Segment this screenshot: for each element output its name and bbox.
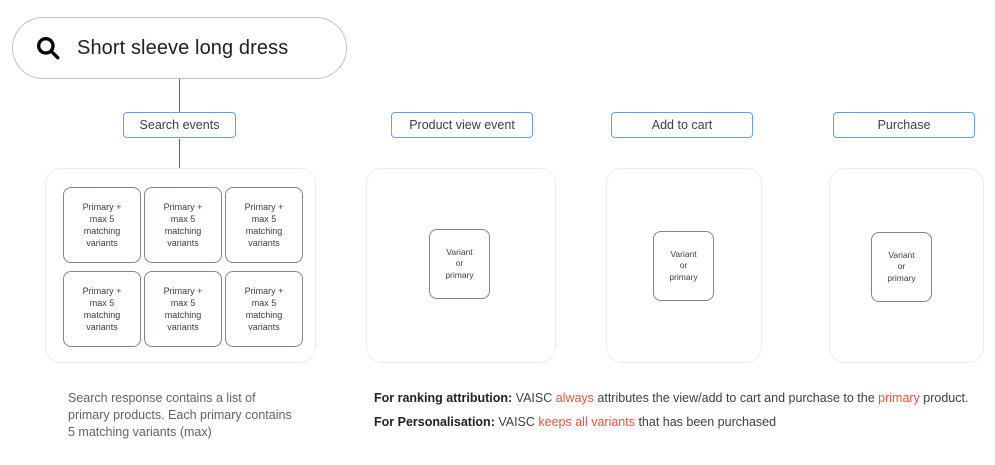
primary-variant-card-label: Primary + max 5 matching variants: [82, 202, 122, 248]
primary-variant-card-label: Primary + max 5 matching variants: [82, 286, 122, 332]
connector-line-search-to-chip: [179, 79, 180, 113]
note-ranking-highlight-primary: primary: [878, 391, 920, 405]
search-query-text: Short sleeve long dress: [77, 36, 289, 59]
primary-variant-card[interactable]: Primary + max 5 matching variants: [144, 187, 222, 263]
note-personalisation-part2: that has been purchased: [634, 415, 777, 429]
note-personalisation-part1: VAISC: [494, 415, 539, 429]
panel-add-to-cart: Variant or primary: [606, 168, 762, 363]
chip-search-events[interactable]: Search events: [123, 112, 236, 138]
search-icon: [37, 37, 60, 60]
note-ranking-part3: product.: [919, 391, 969, 405]
note-ranking-label: For ranking attribution:: [374, 391, 513, 405]
panel-product-view-event: Variant or primary: [366, 168, 556, 363]
note-personalisation: For Personalisation: VAISC keeps all var…: [374, 414, 776, 431]
search-bar[interactable]: Short sleeve long dress: [12, 17, 347, 79]
variant-or-primary-card[interactable]: Variant or primary: [429, 229, 490, 299]
primary-variant-card-label: Primary + max 5 matching variants: [163, 286, 203, 332]
variant-or-primary-card[interactable]: Variant or primary: [871, 232, 932, 302]
panel-purchase: Variant or primary: [829, 168, 984, 363]
note-ranking-highlight-always: always: [555, 391, 594, 405]
chip-product-view-event[interactable]: Product view event: [391, 112, 533, 138]
primary-variant-card-label: Primary + max 5 matching variants: [244, 286, 284, 332]
panel-search-results: Primary + max 5 matching variants Primar…: [45, 168, 316, 363]
primary-variant-card[interactable]: Primary + max 5 matching variants: [144, 271, 222, 347]
variant-or-primary-card[interactable]: Variant or primary: [653, 231, 714, 301]
variant-or-primary-label: Variant or primary: [445, 246, 474, 280]
primary-variant-card[interactable]: Primary + max 5 matching variants: [63, 271, 141, 347]
primary-variant-card-label: Primary + max 5 matching variants: [244, 202, 284, 248]
chip-purchase[interactable]: Purchase: [833, 112, 975, 138]
note-ranking-attribution: For ranking attribution: VAISC always at…: [374, 390, 968, 407]
note-personalisation-label: For Personalisation:: [374, 415, 495, 429]
note-ranking-part1: VAISC: [512, 391, 556, 405]
note-ranking-part2: attributes the view/add to cart and purc…: [593, 391, 879, 405]
primary-variant-card[interactable]: Primary + max 5 matching variants: [63, 187, 141, 263]
variant-or-primary-label: Variant or primary: [887, 249, 916, 283]
variant-card-grid: Primary + max 5 matching variants Primar…: [63, 187, 303, 347]
caption-search-response: Search response contains a list of prima…: [68, 391, 292, 439]
variant-or-primary-label: Variant or primary: [669, 248, 698, 282]
primary-variant-card[interactable]: Primary + max 5 matching variants: [225, 187, 303, 263]
primary-variant-card-label: Primary + max 5 matching variants: [163, 202, 203, 248]
primary-variant-card[interactable]: Primary + max 5 matching variants: [225, 271, 303, 347]
note-personalisation-highlight: keeps all variants: [538, 415, 635, 429]
chip-add-to-cart[interactable]: Add to cart: [611, 112, 753, 138]
connector-line-chip-to-panel: [179, 139, 180, 169]
